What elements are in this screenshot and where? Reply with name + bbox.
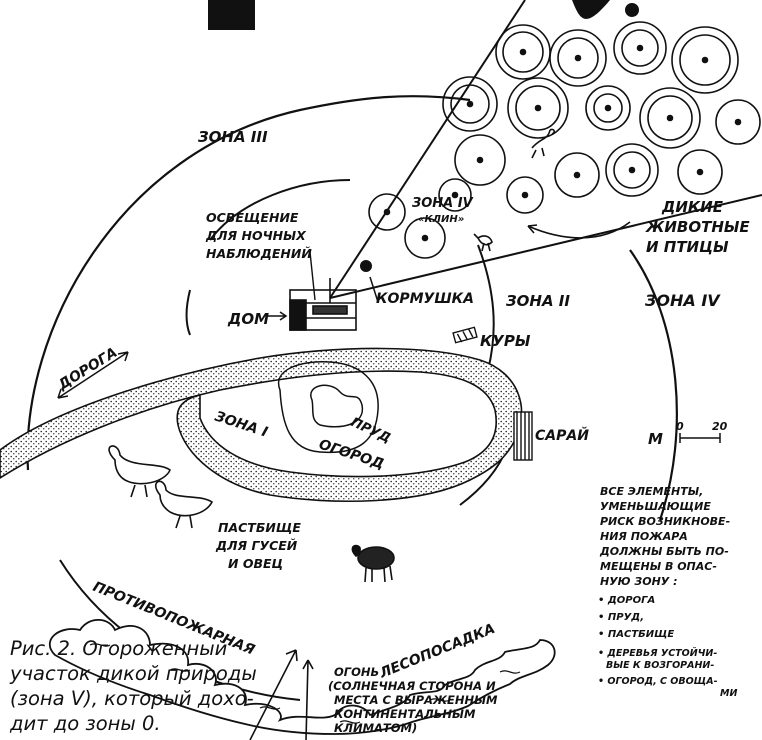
goose-icon bbox=[109, 446, 170, 497]
caption-line: (зона V), который дохо- bbox=[10, 686, 310, 711]
tree bbox=[507, 177, 543, 213]
note-line: УМЕНЬШАЮЩИЕ bbox=[600, 500, 711, 513]
tree bbox=[496, 25, 550, 79]
tree bbox=[606, 144, 658, 196]
note-item: • ПРУД, bbox=[598, 612, 644, 623]
barn-icon bbox=[514, 412, 532, 460]
zone2-boundary-left bbox=[187, 290, 190, 335]
fire-risk-note: ВСЕ ЭЛЕМЕНТЫ, УМЕНЬШАЮЩИЕ РИСК ВОЗНИКНОВ… bbox=[598, 485, 737, 699]
sheep-icon bbox=[352, 546, 394, 582]
scale-20-label: 20 bbox=[712, 420, 728, 433]
fire-line: ОГОНЬ bbox=[334, 665, 379, 679]
tree bbox=[443, 77, 497, 131]
note-line: ДОЛЖНЫ БЫТЬ ПО- bbox=[599, 545, 729, 558]
wedge-animal-icon bbox=[532, 129, 554, 158]
zone4-wedge-label: ЗОНА IV bbox=[412, 196, 474, 211]
note-item: МИ bbox=[720, 688, 737, 699]
pasture-line: ПАСТБИЩЕ bbox=[218, 520, 301, 535]
caption-line: участок дикой природы bbox=[10, 661, 310, 686]
zone1-label: ЗОНА I bbox=[213, 409, 270, 441]
note-item: • ДЕРЕВЬЯ УСТОЙЧИ- bbox=[598, 647, 717, 659]
house-icon bbox=[290, 278, 356, 330]
wedge-dark-blob bbox=[572, 0, 610, 19]
road-label: ДОРОГА bbox=[55, 345, 121, 394]
tree bbox=[586, 86, 630, 130]
scale-bar bbox=[680, 433, 720, 443]
note-item: • ДОРОГА bbox=[598, 595, 655, 606]
pond-label: ПРУД bbox=[348, 415, 392, 446]
fire-line: МЕСТА С ВЫРАЖЕННЫМ bbox=[334, 693, 498, 707]
pasture-line: ДЛЯ ГУСЕЙ bbox=[215, 538, 298, 553]
garden-label: ОГОРОД bbox=[317, 437, 386, 473]
tree bbox=[550, 30, 606, 86]
tree bbox=[369, 194, 405, 230]
note-item: ВЫЕ К ВОЗГОРАНИ- bbox=[606, 660, 714, 671]
lighting-line: НАБЛЮДЕНИЙ bbox=[206, 246, 312, 261]
note-item: • ОГОРОД, С ОВОЩА- bbox=[598, 676, 718, 687]
lighting-line: ОСВЕЩЕНИЕ bbox=[206, 210, 299, 225]
tree bbox=[716, 100, 760, 144]
tree bbox=[678, 150, 722, 194]
note-line: ВСЕ ЭЛЕМЕНТЫ, bbox=[600, 485, 703, 498]
fire-line: КЛИМАТОМ) bbox=[334, 721, 417, 735]
lighting-line: ДЛЯ НОЧНЫХ bbox=[205, 228, 307, 243]
wedge-edge-top bbox=[330, 0, 525, 298]
feeder-label: КОРМУШКА bbox=[376, 291, 474, 307]
fire-line: (СОЛНЕЧНАЯ СТОРОНА И bbox=[328, 679, 496, 693]
barn-label: САРАЙ bbox=[535, 427, 589, 444]
tree bbox=[508, 78, 568, 138]
note-line: НУЮ ЗОНУ : bbox=[600, 575, 678, 588]
note-line: РИСК ВОЗНИКНОВЕ- bbox=[600, 515, 730, 528]
feeder-icon bbox=[360, 260, 372, 272]
caption-line: Рис. 2. Огороженный bbox=[10, 636, 310, 661]
zone2-boundary-right bbox=[478, 245, 494, 370]
chicken-coop-icon bbox=[453, 327, 477, 342]
wild-label: ДИКИЕ ЖИВОТНЫЕ И ПТИЦЫ bbox=[645, 198, 750, 256]
note-line: МЕЩЕНЫ В ОПАС- bbox=[600, 560, 717, 573]
zone4-right-label: ЗОНА IV bbox=[644, 291, 721, 310]
top-black-block bbox=[208, 0, 255, 30]
chickens-label: КУРЫ bbox=[480, 332, 531, 350]
figure-caption: Рис. 2. Огороженный участок дикой природ… bbox=[10, 636, 310, 736]
wild-line: ДИКИЕ bbox=[661, 198, 724, 216]
house-arrow bbox=[268, 312, 286, 320]
lighting-label: ОСВЕЩЕНИЕ ДЛЯ НОЧНЫХ НАБЛЮДЕНИЙ bbox=[205, 210, 312, 261]
scale-0-label: 0 bbox=[676, 420, 684, 433]
wedge-sub-label: «КЛИН» bbox=[418, 214, 464, 225]
note-item: • ПАСТБИЩЕ bbox=[598, 629, 674, 640]
fire-line: КОНТИНЕНТАЛЬНЫМ bbox=[334, 707, 476, 721]
tree bbox=[455, 135, 505, 185]
zone2-label: ЗОНА II bbox=[506, 292, 570, 310]
scale-m-label: М bbox=[648, 430, 663, 448]
tree bbox=[614, 22, 666, 74]
tree bbox=[672, 27, 738, 93]
pasture-line: И ОВЕЦ bbox=[228, 556, 283, 571]
caption-line: дит до зоны 0. bbox=[10, 711, 310, 736]
zone3-label: ЗОНА III bbox=[198, 128, 268, 146]
wild-line: ЖИВОТНЫЕ bbox=[645, 218, 750, 236]
bird-icon bbox=[474, 234, 492, 251]
wild-line: И ПТИЦЫ bbox=[646, 238, 729, 256]
pasture-label: ПАСТБИЩЕ ДЛЯ ГУСЕЙ И ОВЕЦ bbox=[215, 520, 301, 571]
tree bbox=[640, 88, 700, 148]
goose-icon bbox=[156, 481, 212, 528]
note-line: НИЯ ПОЖАРА bbox=[600, 530, 688, 543]
tree bbox=[555, 153, 599, 197]
house-label: ДОМ bbox=[227, 310, 269, 328]
